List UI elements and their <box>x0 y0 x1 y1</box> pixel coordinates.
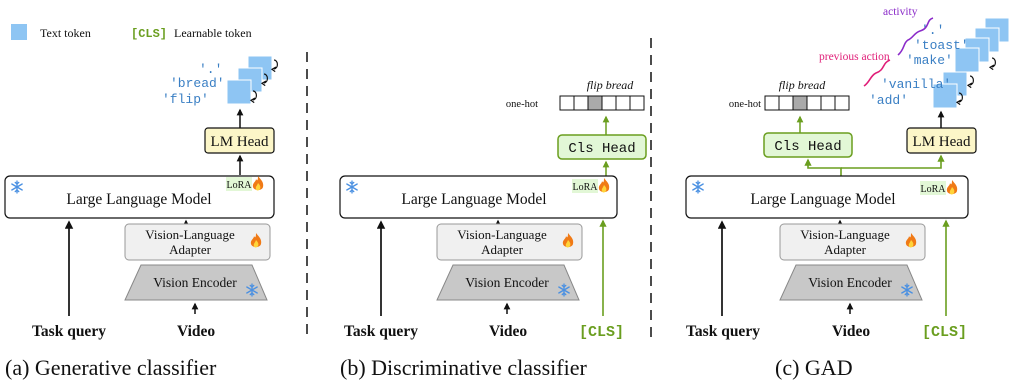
adapter-box <box>436 223 583 261</box>
encoder-label: Vision Encoder <box>808 275 892 290</box>
previous-token: 'add' <box>869 93 908 108</box>
onehot-title: flip bread <box>587 78 635 92</box>
onehot-cell <box>559 95 575 111</box>
cls-head-label: Cls Head <box>568 141 635 157</box>
token-square <box>954 47 980 73</box>
video-label: Video <box>489 323 527 340</box>
route-arrow <box>841 154 945 169</box>
lora-badge <box>226 177 252 191</box>
token-square <box>932 83 958 109</box>
legend-cls-tag: [CLS] <box>131 27 167 41</box>
lora-badge <box>572 179 598 193</box>
activity-token: 'make' <box>906 53 953 68</box>
adapter-label-2: Adapter <box>481 242 524 257</box>
llm-label: Large Language Model <box>750 191 895 208</box>
adapter-label-1: Vision-Language <box>457 227 547 242</box>
cls-head-box <box>557 134 647 160</box>
onehot-cell <box>806 95 822 111</box>
encoder-label: Vision Encoder <box>153 275 237 290</box>
encoder-label: Vision Encoder <box>465 275 549 290</box>
return-arrow-icon <box>967 75 974 89</box>
cls-head-box <box>763 132 853 158</box>
text-token-swatch <box>11 24 27 40</box>
task-query-label: Task query <box>32 323 106 340</box>
lora-badge <box>920 181 946 195</box>
previous-token: 'vanilla' <box>881 77 951 92</box>
adapter-label-1: Vision-Language <box>145 227 235 242</box>
onehot-cell <box>820 95 836 111</box>
panel-discriminative: flip bread one-hot Cls Head Large Langua… <box>339 78 647 380</box>
return-arrow-icon <box>250 90 257 104</box>
adapter-label-2: Adapter <box>169 242 212 257</box>
lm-head-box <box>204 127 275 154</box>
activity-token: 'toast' <box>914 38 969 53</box>
onehot-vector <box>764 95 850 111</box>
task-query-label: Task query <box>686 323 760 340</box>
onehot-cell <box>834 95 850 111</box>
legend: Text token [CLS] Learnable token <box>11 24 252 41</box>
token-label: 'flip' <box>162 92 209 107</box>
lora-label: LoRA <box>227 180 253 191</box>
llm-box <box>4 175 275 219</box>
llm-box <box>339 175 618 219</box>
legend-text-token: Text token <box>40 26 91 40</box>
previous-action-brace <box>863 59 891 87</box>
caption-b: (b) Discriminative classifier <box>340 355 587 380</box>
onehot-vector <box>559 95 645 111</box>
caption-c: (c) GAD <box>775 355 853 380</box>
token-stack <box>226 55 278 105</box>
llm-label: Large Language Model <box>401 191 546 208</box>
onehot-cell <box>615 95 631 111</box>
task-query-label: Task query <box>344 323 418 340</box>
token-square <box>226 79 252 105</box>
route-arrow <box>804 158 842 176</box>
onehot-cell <box>778 95 794 111</box>
cls-input-label: [CLS] <box>579 324 624 341</box>
onehot-cell <box>601 95 617 111</box>
adapter-box <box>124 223 271 261</box>
vision-encoder-shape <box>779 264 923 301</box>
lora-label: LoRA <box>573 182 599 193</box>
token-stack <box>932 17 1010 109</box>
panel-gad: flip bread one-hot Cls Head LM Head '.' … <box>685 6 1010 380</box>
vision-encoder-shape <box>436 264 580 301</box>
onehot-title: flip bread <box>779 78 827 92</box>
llm-box <box>685 175 969 219</box>
onehot-label: one-hot <box>729 99 761 110</box>
token-label: 'bread' <box>170 76 225 91</box>
onehot-label: one-hot <box>506 99 538 110</box>
lm-head-label: LM Head <box>211 134 269 150</box>
token-label: '.' <box>199 62 222 77</box>
llm-label: Large Language Model <box>66 191 211 208</box>
cls-input-label: [CLS] <box>922 324 967 341</box>
return-arrow-icon <box>989 57 996 71</box>
previous-action-label: previous action <box>819 51 890 63</box>
lora-label: LoRA <box>921 184 947 195</box>
onehot-cell <box>629 95 645 111</box>
adapter-box <box>779 223 926 261</box>
adapter-label-1: Vision-Language <box>800 227 890 242</box>
onehot-cell <box>573 95 589 111</box>
adapter-label-2: Adapter <box>824 242 867 257</box>
activity-label: activity <box>883 6 918 18</box>
vision-encoder-shape <box>124 264 268 301</box>
onehot-cell <box>587 95 603 111</box>
onehot-cell <box>792 95 808 111</box>
panel-generative: '.' 'bread' 'flip' LM Head Large Languag… <box>4 55 278 380</box>
video-label: Video <box>832 323 870 340</box>
onehot-cell <box>764 95 780 111</box>
video-label: Video <box>177 323 215 340</box>
return-arrow-icon <box>271 59 278 73</box>
lm-head-label: LM Head <box>913 134 971 150</box>
caption-a: (a) Generative classifier <box>5 355 217 380</box>
cls-head-label: Cls Head <box>774 139 841 155</box>
legend-learnable-token: Learnable token <box>174 26 252 40</box>
activity-brace <box>897 17 934 56</box>
activity-token: '.' <box>921 23 944 38</box>
